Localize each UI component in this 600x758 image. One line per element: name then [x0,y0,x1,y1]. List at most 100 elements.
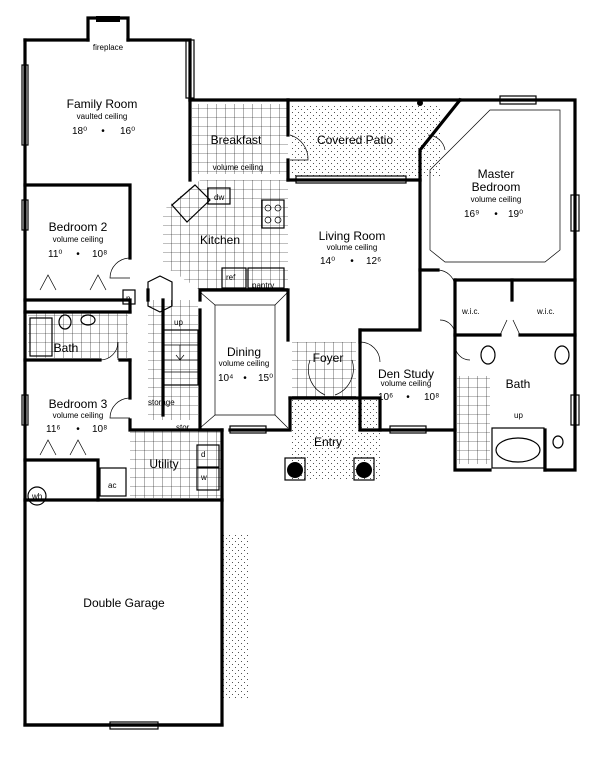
breakfast-name: Breakfast [211,133,262,147]
den-dim-sep: • [406,392,410,403]
bedroom2-bottom-wall [23,298,132,314]
dining-ceiling: volume ceiling [219,359,270,368]
family-room-window-left [21,64,29,146]
bedroom3-bottom-wall [23,458,224,502]
master-dim-w: 16⁹ [464,209,479,220]
sink [80,314,96,326]
master-bath-name: Bath [506,377,531,391]
bedroom3-door-swing [109,397,131,419]
den-walls [358,328,457,432]
labels: fireplace Family Room vaulted ceiling 18… [31,43,555,610]
pantry [247,267,285,289]
living-dim-w: 14⁰ [320,256,335,267]
bedroom2-door-swing [109,257,131,279]
bath-window [570,394,580,426]
breakfast-ceiling: volume ceiling [213,163,264,172]
patio-door-swing [289,134,309,161]
family-room-dim-sep: • [101,126,105,137]
master-name-line1: Master [478,167,515,181]
bedroom3-name: Bedroom 3 [49,397,108,411]
living-right-wall [358,268,422,344]
family-room-window-right [185,39,195,99]
den-dim-w: 10⁶ [378,392,393,403]
walls [23,16,577,727]
master-dim-sep: • [494,209,498,220]
entry-column-left [287,462,303,478]
kitchen-tile-floor [163,180,288,290]
master-name-line2: Bedroom [472,180,521,194]
up-tub-label: up [514,411,523,420]
entry-name: Entry [314,435,342,449]
dw-label: dw [214,193,224,202]
family-room-name: Family Room [67,97,138,111]
misc-shapes [27,100,423,506]
living-dim-sep: • [350,256,354,267]
windows [21,39,580,730]
ceiling-outlines [199,109,561,429]
dining-dim-w: 10⁴ [218,373,233,384]
up-stair-label: up [174,318,183,327]
garage-window [109,721,159,730]
foyer-name: Foyer [313,351,344,365]
bedroom2-closet-doors [39,274,107,291]
kitchen-counters [171,184,285,289]
bath-fixtures [29,314,570,469]
water-heater [27,486,47,506]
plant-shelf-octagon [147,275,173,313]
master-ceiling: volume ceiling [471,195,522,204]
double-garage-name: Double Garage [83,596,165,610]
wic-right-label: w.i.c. [536,307,555,316]
bath-tile-floor [28,312,128,358]
ref-label: ref [226,273,236,282]
ac-closet [99,467,127,497]
bath-tub [29,317,53,357]
washer [196,467,220,491]
master-right-window [570,194,580,232]
den-door-swing [359,341,381,363]
master-patio-door-swing [427,134,446,151]
family-room-ceiling: vaulted ceiling [77,112,128,121]
bedroom3-dim-w: 11⁶ [46,424,61,435]
wic-left-label: w.i.c. [461,307,480,316]
master-dim-l: 19⁰ [508,209,523,220]
toilet [58,314,72,330]
dishwasher [207,187,231,205]
door-swings [39,134,521,456]
bedroom3-closet-doors [39,439,87,456]
refrigerator [221,267,247,289]
living-room-name: Living Room [319,229,386,243]
entry-walls [288,396,382,432]
bedroom2-ceiling: volume ceiling [53,235,104,244]
ac-label: ac [108,481,116,490]
range [261,199,285,229]
covered-patio-name: Covered Patio [317,133,393,147]
d-label: d [201,450,205,459]
den-study-ceiling: volume ceiling [381,379,432,388]
breakfast-tile-floor [192,104,288,174]
master-sink-right [554,345,570,365]
dryer [196,444,220,468]
bedroom2-dim-sep: • [76,249,80,260]
master-bath-door-swing [454,344,471,361]
living-room-ceiling: volume ceiling [327,243,378,252]
pantry-label: pantry [252,281,274,290]
master-sink-left [480,345,496,365]
family-room-dim-w: 18⁰ [72,126,87,137]
attic-stair [162,329,199,386]
dining-dim-sep: • [243,373,247,384]
dining-name: Dining [227,345,261,359]
family-bedroom2-wall [23,183,132,260]
bath-door-swing [99,341,119,361]
family-room-dim-l: 16⁰ [120,126,135,137]
kitchen-island [171,184,211,223]
fireplace-label: fireplace [93,43,124,52]
bedroom2-name: Bedroom 2 [49,220,108,234]
entry-double-door-swing [308,359,354,396]
bedroom3-dim-sep: • [76,424,80,435]
bedroom2-dim-w: 11⁰ [48,249,62,260]
w-label: w [200,473,207,482]
n-label: n [126,294,130,303]
patio-post [417,100,423,106]
living-den-door [439,319,456,336]
